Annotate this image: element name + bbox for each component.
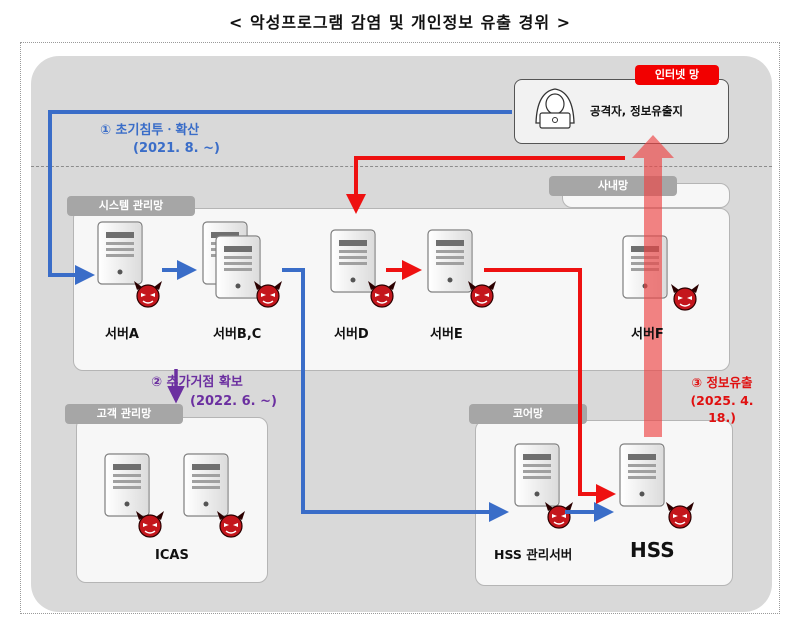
hss-mgmt-label: HSS 관리서버 xyxy=(494,547,573,562)
malware-devil-icon xyxy=(467,280,497,308)
malware-devil-icon xyxy=(665,501,695,529)
server-d-icon xyxy=(330,229,376,293)
core-zone-tab: 코어망 xyxy=(469,404,587,424)
malware-devil-icon xyxy=(216,510,246,538)
spread-arrow-bc-hss-mgmt xyxy=(282,268,509,522)
server-f-label: 서버F xyxy=(631,327,664,342)
internet-boundary-line xyxy=(31,166,772,167)
malware-devil-icon xyxy=(253,280,283,308)
initial-intrusion-arrow xyxy=(48,110,512,285)
diagram-title: < 악성프로그램 감염 및 개인정보 유출 경위 > xyxy=(228,13,572,32)
step1-date: (2021. 8. ~) xyxy=(133,141,220,156)
hss-server-icon xyxy=(619,443,665,507)
hss-mgmt-server-icon xyxy=(514,443,560,507)
malware-devil-icon xyxy=(367,280,397,308)
step2-date: (2022. 6. ~) xyxy=(190,394,277,409)
step3-title: ③ 정보유출 xyxy=(691,375,753,390)
hacker-icon xyxy=(535,88,575,129)
icas-server-1-icon xyxy=(104,453,150,517)
attacker-label: 공격자, 정보유출지 xyxy=(590,104,684,118)
malware-devil-icon xyxy=(670,283,700,311)
outer-frame xyxy=(20,42,780,614)
step3-date-line1: (2025. 4. xyxy=(690,393,754,408)
icas-label: ICAS xyxy=(155,548,189,563)
server-e-icon xyxy=(427,229,473,293)
data-exfiltration-arrow xyxy=(632,135,674,437)
system-mgmt-zone-tab: 시스템 관리망 xyxy=(67,196,195,216)
server-c-icon xyxy=(215,235,261,299)
server-e-to-hss-arrow xyxy=(484,268,616,504)
server-bc-label: 서버B,C xyxy=(213,327,262,342)
server-a-label: 서버A xyxy=(105,327,139,342)
step3-date-line2: 18.) xyxy=(708,410,736,425)
malware-devil-icon xyxy=(544,501,574,529)
internet-zone-tab: 인터넷 망 xyxy=(635,65,719,85)
step2-title: ② 추가거점 확보 xyxy=(151,375,243,390)
malware-devil-icon xyxy=(133,280,163,308)
customer-mgmt-zone-tab: 고객 관리망 xyxy=(65,404,183,424)
server-e-label: 서버E xyxy=(430,327,463,342)
icas-server-2-icon xyxy=(183,453,229,517)
malware-devil-icon xyxy=(135,510,165,538)
hss-label: HSS xyxy=(630,538,675,562)
step1-title: ① 초기침투ㆍ확산 xyxy=(100,123,200,138)
system-mgmt-network-box xyxy=(73,208,730,371)
server-a-icon xyxy=(97,221,143,285)
attacker-to-server-d-arrow xyxy=(346,156,625,214)
server-d-label: 서버D xyxy=(334,327,369,342)
